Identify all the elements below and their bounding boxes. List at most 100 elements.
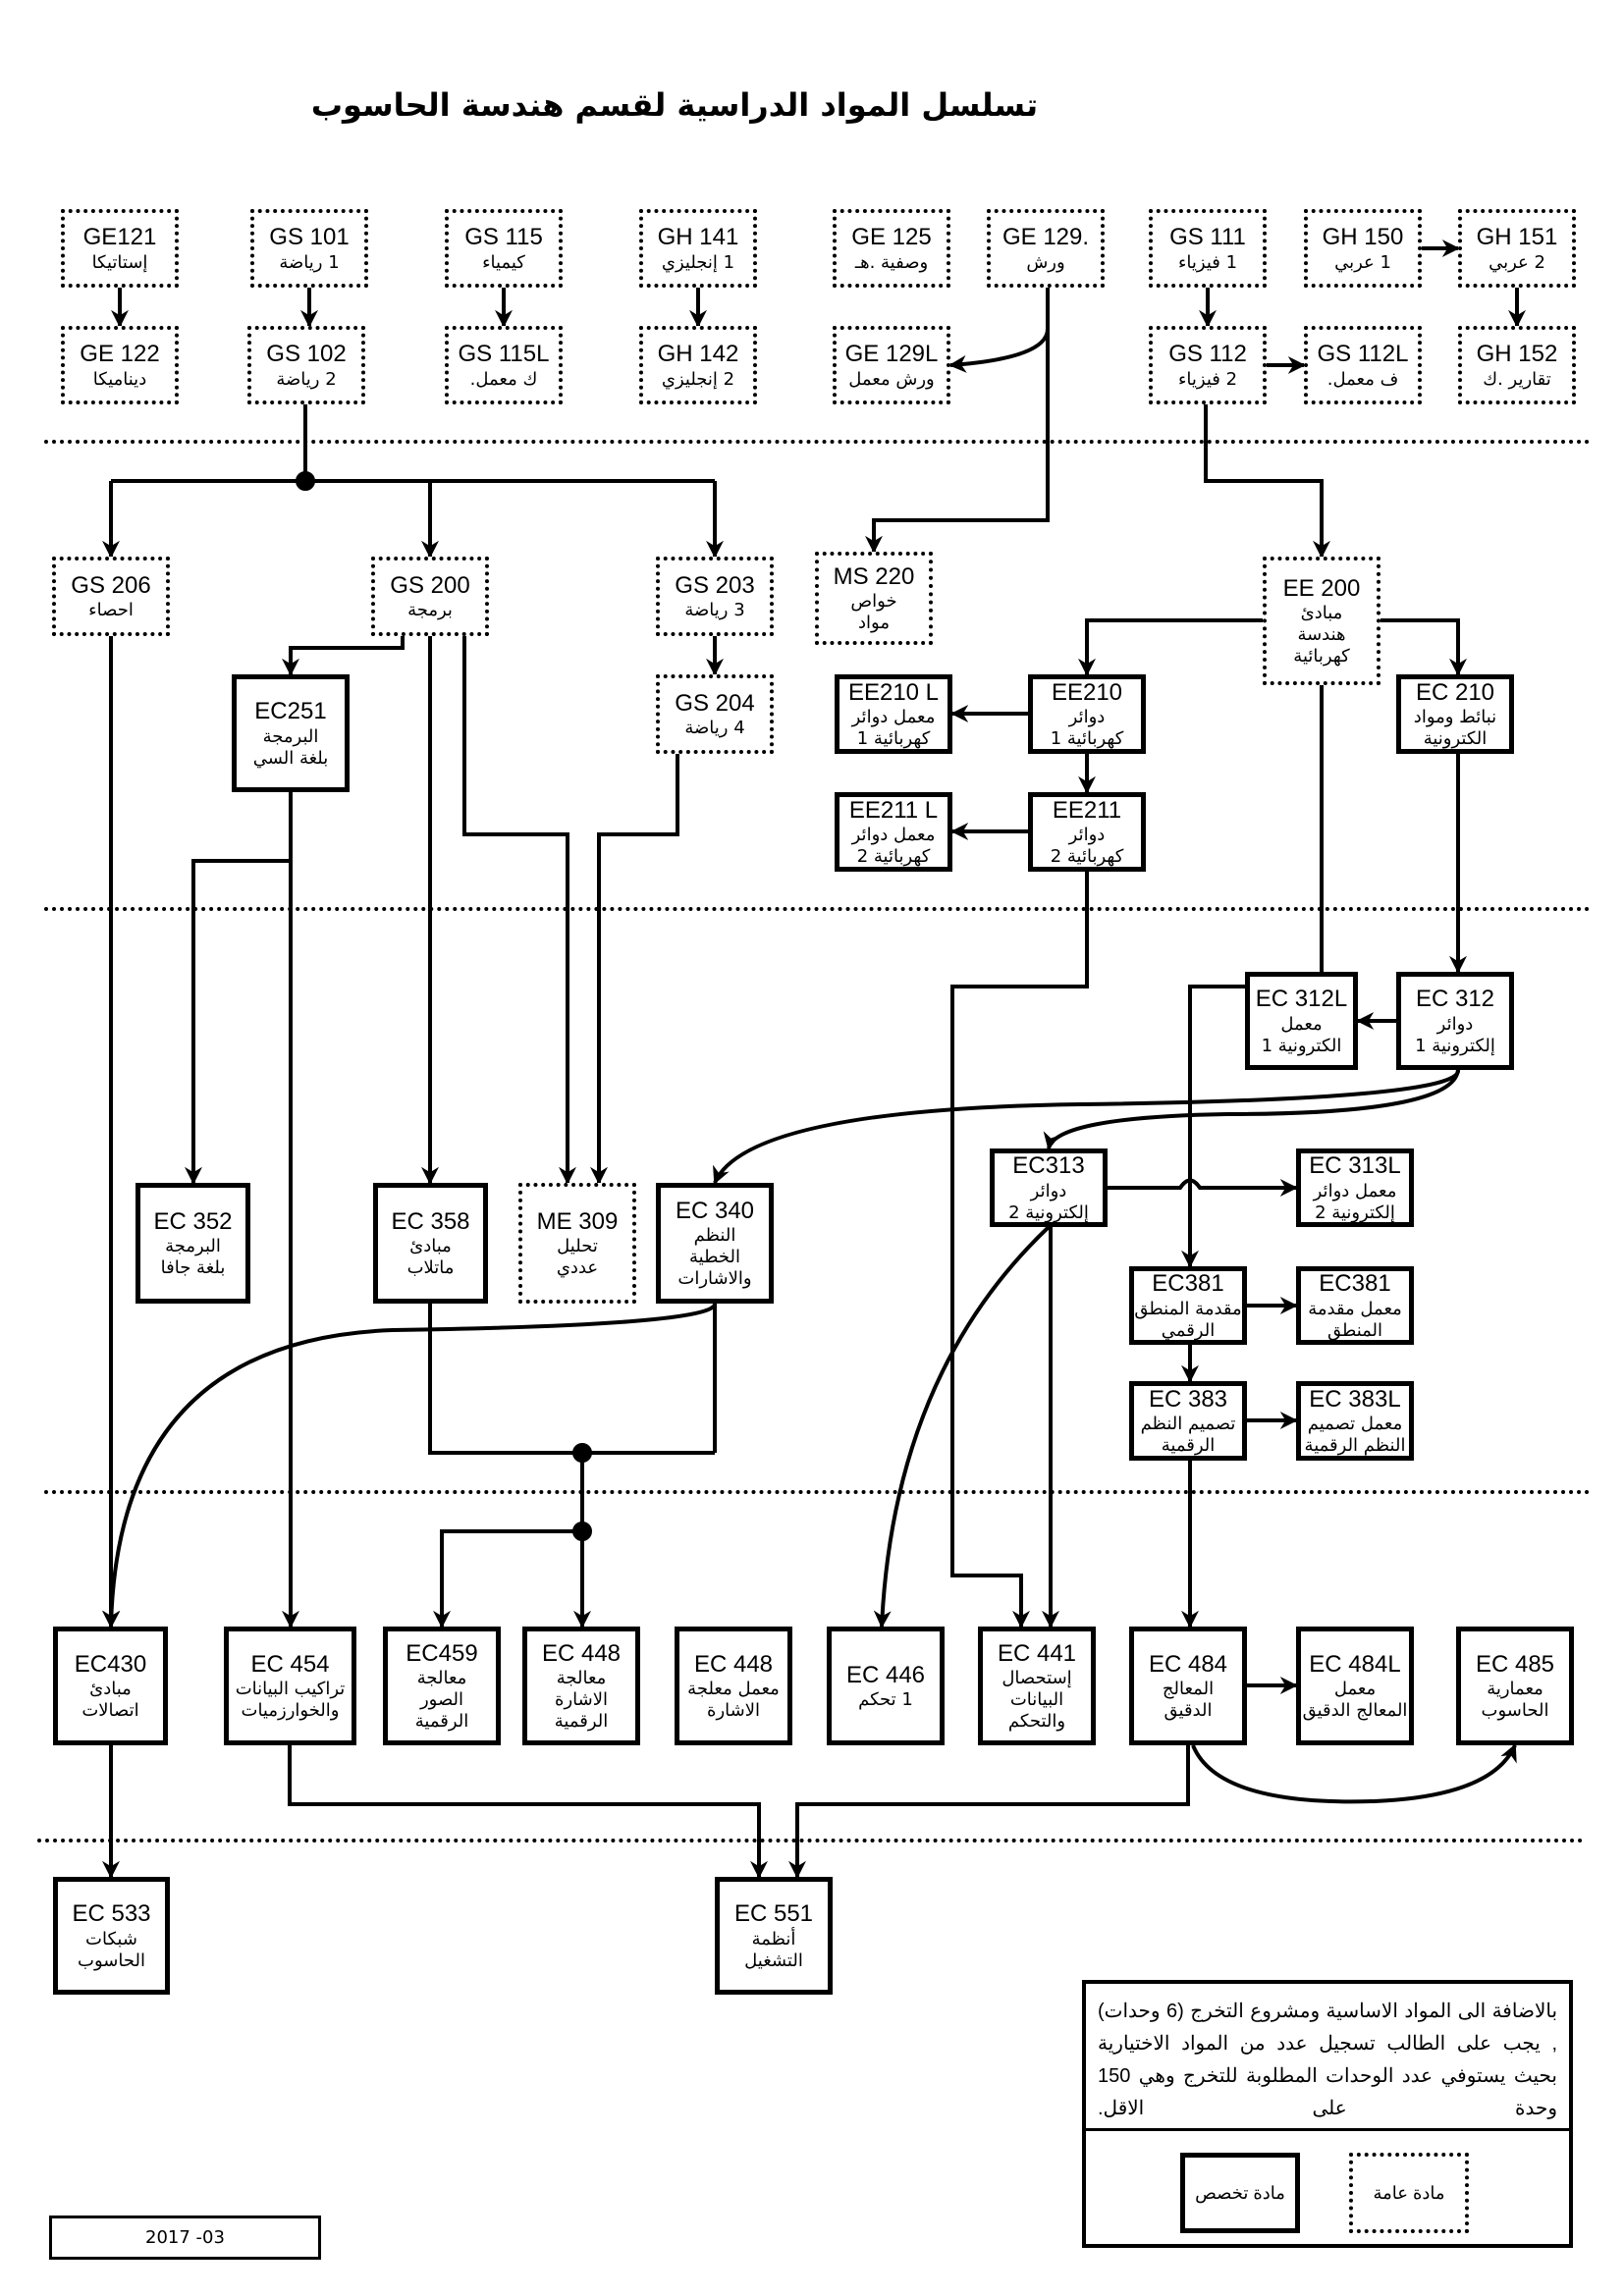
- course-code: GH 141: [657, 224, 739, 251]
- course-name: كهربائية: [1293, 646, 1350, 667]
- course-name: الرقمي: [1161, 1319, 1216, 1341]
- course-code: EE211 L: [848, 796, 939, 824]
- prerequisite-arrow: [1043, 1069, 1460, 1150]
- prerequisite-arrow: [282, 636, 405, 676]
- course-name: الرقمية: [1161, 1435, 1216, 1457]
- course-name: مواد: [858, 613, 890, 634]
- course-code: EE211: [1052, 796, 1122, 824]
- course-code: EC 312: [1415, 986, 1495, 1013]
- course-code: GH 152: [1476, 341, 1558, 368]
- prerequisite-arrow: [713, 1069, 1460, 1185]
- course-name: كهربائية 1: [1050, 728, 1124, 750]
- course-code: EE210 L: [847, 678, 940, 706]
- course-name: معمارية: [1487, 1679, 1543, 1700]
- course-name: شبكات: [85, 1928, 137, 1949]
- date-label: 2017 -03: [49, 2216, 321, 2260]
- course-name: وصفية .هـ: [854, 251, 929, 273]
- course-code: GS 115L: [458, 341, 550, 368]
- course-code: EC 454: [250, 1650, 330, 1678]
- course-name: 2 فيزياء: [1177, 368, 1238, 390]
- course-name: هندسة: [1297, 624, 1346, 646]
- course-code: EC 210: [1415, 678, 1495, 706]
- prerequisite-arrow: [102, 1303, 717, 1629]
- course-name: خواص: [850, 591, 897, 613]
- course-name: ورش معمل: [848, 368, 935, 390]
- course-code: GE 122: [80, 341, 160, 368]
- prerequisite-arrow: [428, 1304, 715, 1455]
- course-code: EC381: [1319, 1270, 1391, 1298]
- course-name: نبائط ومواد: [1413, 707, 1497, 728]
- course-code: ME 309: [536, 1207, 619, 1235]
- course-name: 3 رياضة: [684, 600, 745, 621]
- course-name: ديناميكا: [92, 368, 147, 390]
- note-box: بالاضافة الى المواد الاساسية ومشروع التخ…: [1082, 1980, 1573, 2248]
- course-code: GH 142: [657, 341, 739, 368]
- page-title: تسلسل المواد الدراسية لقسم هندسة الحاسوب: [310, 86, 1039, 124]
- course-name: معمل تصميم: [1307, 1414, 1403, 1435]
- course-code: EC 448: [693, 1650, 774, 1678]
- course-name: 1 عربي: [1334, 251, 1391, 273]
- course-name: النظم: [693, 1225, 736, 1247]
- course-name: معالجة: [556, 1668, 607, 1689]
- prerequisite-arrow: [788, 1745, 1190, 1879]
- course-name: البرمجة: [262, 725, 319, 747]
- level-divider: [37, 1839, 1584, 1842]
- prerequisite-arrow: [1078, 618, 1263, 676]
- course-name: مبادئ: [89, 1679, 132, 1700]
- course-name: معمل دوائر: [851, 825, 936, 846]
- course-name: أنظمة: [751, 1928, 796, 1949]
- course-name: كيمياء: [482, 251, 525, 273]
- course-name: احصاء: [88, 600, 134, 621]
- course-code: GS 111: [1169, 224, 1246, 251]
- course-name: 2 رياضة: [276, 368, 337, 390]
- course-code: GH 150: [1322, 224, 1404, 251]
- course-code: GS 115: [464, 224, 543, 251]
- course-code: GS 200: [390, 571, 470, 599]
- course-code: GE121: [82, 224, 157, 251]
- course-name: المنطق: [1326, 1319, 1383, 1341]
- course-name: الحاسوب: [1481, 1700, 1549, 1722]
- course-name: معمل دوائر: [1313, 1180, 1397, 1201]
- course-name: مقدمة المنطق: [1134, 1298, 1242, 1319]
- legend-general: مادة عامة: [1349, 2153, 1469, 2233]
- course-code: GS 204: [675, 689, 755, 717]
- course-code: EC 352: [153, 1207, 233, 1235]
- course-name: معالجة: [416, 1668, 467, 1689]
- course-name: التشغيل: [744, 1949, 803, 1971]
- course-name: معمل: [1333, 1679, 1377, 1700]
- prerequisite-arrow: [1191, 1743, 1517, 1804]
- course-code: EC 383: [1148, 1385, 1228, 1413]
- prerequisite-arrow: [948, 288, 1050, 373]
- course-name: مبادئ: [1300, 603, 1343, 624]
- course-code: EC 551: [733, 1900, 814, 1928]
- course-box: GE 129.ورش: [987, 209, 1105, 288]
- junction-dot: [572, 1443, 592, 1463]
- course-code: GS 112: [1168, 341, 1247, 368]
- course-name: معمل معلجة: [687, 1679, 780, 1700]
- junction-dot: [572, 1522, 592, 1541]
- course-name: تراكيب البيانات: [235, 1679, 346, 1700]
